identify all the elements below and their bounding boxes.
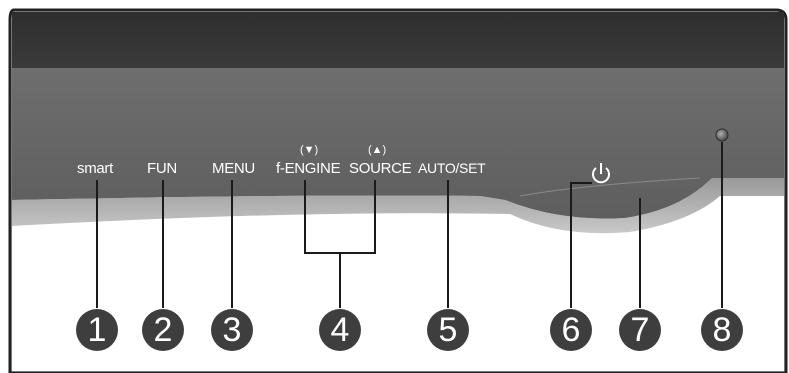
callout-5: 5 <box>427 309 469 351</box>
callout-1: 1 <box>76 309 118 351</box>
smart-button[interactable]: smart <box>77 160 114 177</box>
fun-button[interactable]: FUN <box>147 160 177 177</box>
power-icon[interactable] <box>592 163 610 184</box>
source-arrow-label: (▲) <box>368 144 387 156</box>
power-indicator-led <box>715 128 729 142</box>
callout-4: 4 <box>319 309 361 351</box>
leader-line-6 <box>570 182 592 308</box>
fengine-button[interactable]: f-ENGINE <box>276 160 341 177</box>
menu-button[interactable]: MENU <box>212 160 255 177</box>
callout-8: 8 <box>701 309 743 351</box>
fengine-arrow-label: (▼) <box>300 144 319 156</box>
callout-6: 6 <box>550 309 592 351</box>
callout-3: 3 <box>211 309 253 351</box>
callout-2: 2 <box>142 309 184 351</box>
leader-lines <box>96 142 723 308</box>
callout-7: 7 <box>619 309 661 351</box>
source-button[interactable]: SOURCE <box>349 160 412 177</box>
autoset-button[interactable]: AUTO/SET <box>418 160 486 176</box>
